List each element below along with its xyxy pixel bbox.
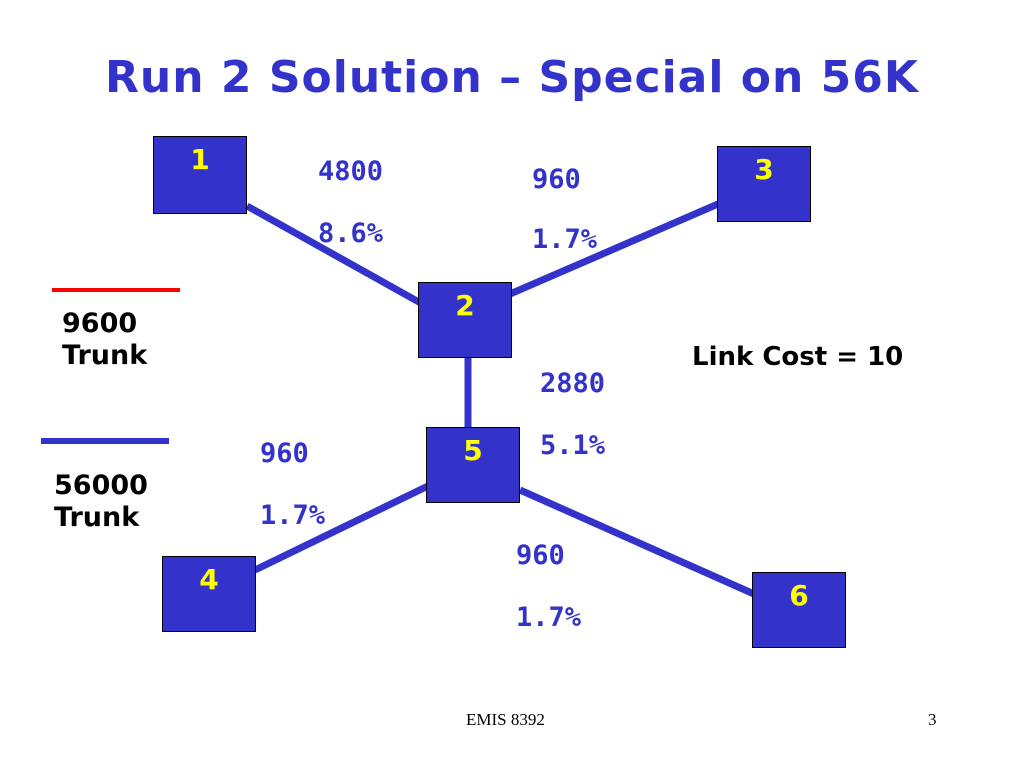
legend-56000-line1: 56000 (54, 470, 148, 501)
link-5-4 (253, 482, 430, 574)
link-1-2-utilization: 8.6% (318, 218, 384, 249)
node-1: 1 (153, 136, 247, 214)
legend-9600-line2: Trunk (62, 339, 148, 371)
link-5-6-utilization: 1.7% (516, 602, 582, 633)
footer-course: EMIS 8392 (466, 710, 545, 729)
link-2-3-flow: 960 (532, 164, 581, 195)
link-5-4-flow: 960 (260, 438, 309, 469)
link-2-3 (508, 200, 720, 298)
link-5-6 (518, 486, 756, 598)
link-1-2-flow: 4800 (318, 156, 384, 187)
node-6: 6 (752, 572, 846, 648)
link-5-6-flow: 960 (516, 540, 565, 571)
node-2: 2 (418, 282, 512, 358)
link-2-3-utilization: 1.7% (532, 224, 598, 255)
node-3: 3 (717, 146, 811, 222)
link-cost-note: Link Cost = 10 (692, 342, 904, 372)
slide-title: Run 2 Solution – Special on 56K (105, 52, 919, 103)
legend-56000-line2: Trunk (54, 501, 140, 533)
legend-56000-label: 56000 Trunk (54, 470, 148, 534)
link-2-5-flow: 2880 (540, 368, 606, 399)
footer-page-number: 3 (928, 710, 937, 729)
link-1-2 (245, 202, 428, 310)
link-5-4-utilization: 1.7% (260, 500, 326, 531)
legend-9600-label: 9600 Trunk (62, 308, 147, 372)
node-5: 5 (426, 427, 520, 503)
node-4: 4 (162, 556, 256, 632)
legend-9600-line1: 9600 (62, 308, 138, 339)
link-2-5-utilization: 5.1% (540, 430, 606, 461)
